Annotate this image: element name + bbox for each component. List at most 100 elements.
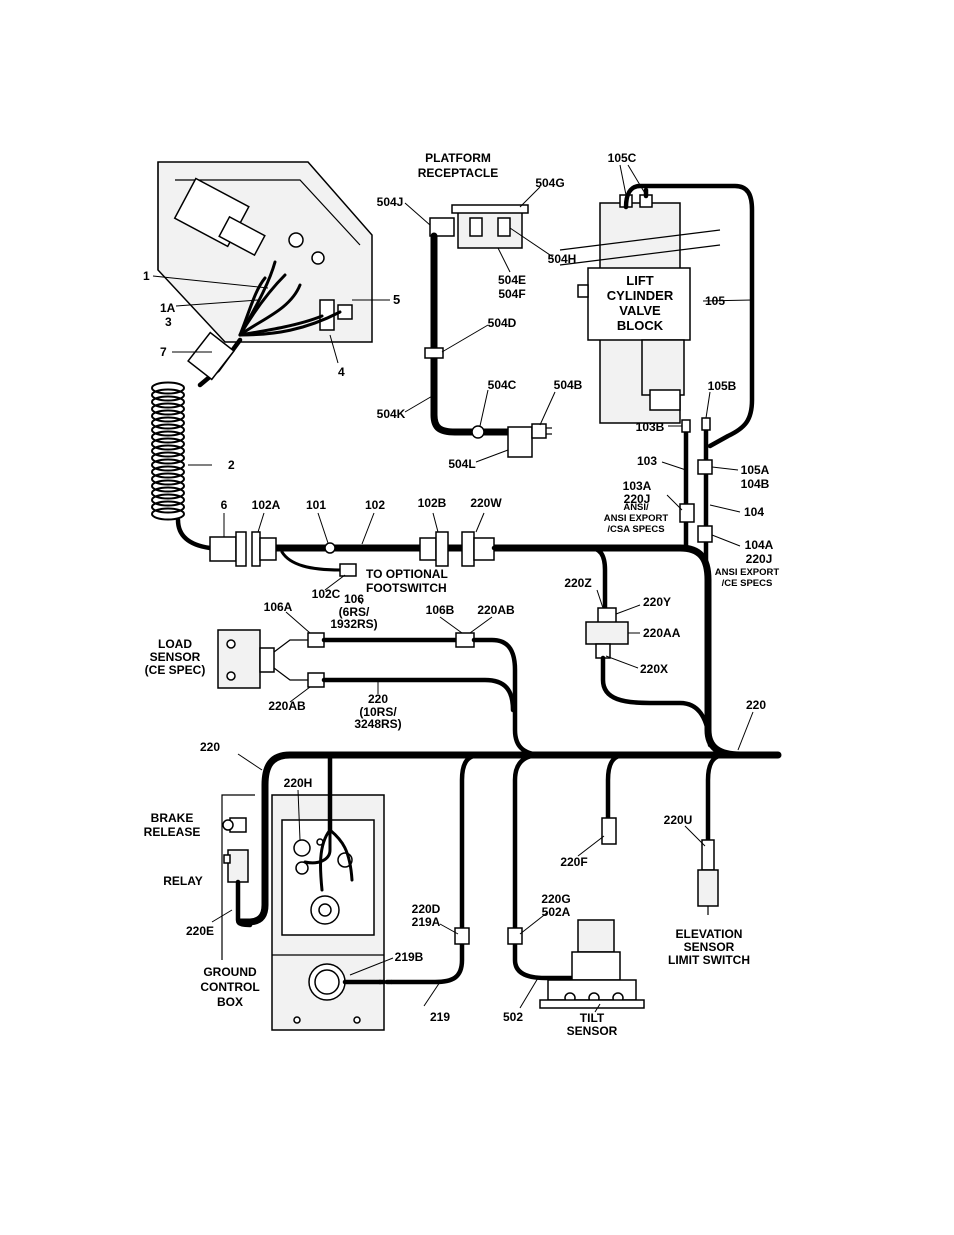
part-5: 5 (393, 292, 400, 307)
brake-release-relay (221, 794, 255, 960)
part-504e: 504E (498, 273, 526, 287)
part-220h: 220H (284, 776, 313, 790)
wires-103-104 (679, 417, 713, 563)
label-lift-block-1: LIFT (626, 273, 653, 288)
part-105b: 105B (708, 379, 737, 393)
part-220j-a: 220J (624, 492, 651, 506)
part-220aa: 220AA (643, 626, 681, 640)
part-220f: 220F (560, 855, 587, 869)
label-ground-control-3: BOX (217, 995, 243, 1009)
part-504l: 504L (448, 457, 475, 471)
part-103b: 103B (636, 420, 665, 434)
coiled-cord (151, 331, 243, 551)
part-106a: 106A (264, 600, 293, 614)
part-106: 106 (344, 592, 364, 606)
label-lift-block-2: CYLINDER (607, 288, 674, 303)
part-504g: 504G (535, 176, 564, 190)
part-220ab-top: 220AB (477, 603, 515, 617)
part-106b: 106B (426, 603, 455, 617)
branch-220z (491, 545, 713, 748)
part-102: 102 (365, 498, 385, 512)
part-104: 104 (744, 505, 764, 519)
label-lift-block-4: BLOCK (617, 318, 664, 333)
label-elevation-1: ELEVATION (676, 927, 743, 941)
part-219a: 219A (412, 915, 441, 929)
label-ground-control-2: CONTROL (200, 980, 259, 994)
part-103a: 103A (623, 479, 652, 493)
harness-102 (209, 531, 744, 759)
coil-loop (151, 423, 185, 437)
lift-cylinder-valve-block-assembly (559, 183, 755, 449)
label-load-sensor-3: (CE SPEC) (145, 663, 206, 677)
part-3: 3 (165, 315, 172, 329)
label-spec-103a-1: ANSI/ (623, 502, 649, 513)
coil-loop (151, 458, 185, 472)
label-ground-control-1: GROUND (203, 965, 257, 979)
label-load-sensor-1: LOAD (158, 637, 192, 651)
label-w106-sub-2: 1932RS) (330, 617, 377, 631)
label-spec-103a-3: /CSA SPECS (607, 524, 664, 535)
part-104b: 104B (741, 477, 770, 491)
leader-lines (152, 164, 754, 1013)
label-platform-receptacle-2: RECEPTACLE (418, 166, 498, 180)
part-220-main: 220 (746, 698, 766, 712)
part-6: 6 (221, 498, 228, 512)
part-219b: 219B (395, 950, 424, 964)
coil-loop (151, 486, 185, 500)
coil-loop (151, 500, 185, 514)
part-502a: 502A (542, 905, 571, 919)
part-102c: 102C (312, 587, 341, 601)
part-504f: 504F (498, 287, 525, 301)
part-220: 220 (368, 692, 388, 706)
coil-loop (151, 444, 185, 458)
load-sensor-branch (217, 629, 548, 758)
part-504k: 504K (377, 407, 406, 421)
label-elevation-2: SENSOR (684, 940, 735, 954)
coil-loop (151, 493, 185, 507)
harness-220 (236, 751, 782, 926)
part-102a: 102A (252, 498, 281, 512)
part-105a: 105A (741, 463, 770, 477)
label-to-optional-2: FOOTSWITCH (366, 581, 447, 595)
part-502: 502 (503, 1010, 523, 1024)
coil-loop (151, 395, 185, 409)
part-105c: 105C (608, 151, 637, 165)
part-103: 103 (637, 454, 657, 468)
label-platform-receptacle-1: PLATFORM (425, 151, 491, 165)
part-220e: 220E (186, 924, 214, 938)
part-504d: 504D (488, 316, 517, 330)
part-220z: 220Z (564, 576, 591, 590)
part-101: 101 (306, 498, 326, 512)
label-w220-sub-1: (10RS/ (359, 705, 397, 719)
coil-loop (151, 430, 185, 444)
coil-loop (151, 416, 185, 430)
part-1: 1 (143, 269, 150, 283)
part-4: 4 (338, 365, 345, 379)
part-1a: 1A (160, 301, 176, 315)
part-105: 105 (705, 294, 725, 308)
label-spec-104a-1: ANSI EXPORT (715, 567, 780, 578)
coil-loop (151, 472, 185, 486)
part-220g: 220G (541, 892, 570, 906)
part-220w: 220W (470, 496, 502, 510)
coil-loop (151, 465, 185, 479)
coil-loop (151, 479, 185, 493)
label-w106-sub-1: (6RS/ (339, 605, 370, 619)
coil-loop (151, 437, 185, 451)
branch-502-tilt-sensor (507, 752, 645, 1009)
part-220u: 220U (664, 813, 693, 827)
label-to-optional-1: TO OPTIONAL (366, 567, 448, 581)
part-504b: 504B (554, 378, 583, 392)
labels: PLATFORM RECEPTACLE LIFT CYLINDER VALVE … (143, 151, 779, 1038)
coil-loop (151, 451, 185, 465)
part-220d: 220D (412, 902, 441, 916)
part-219: 219 (430, 1010, 450, 1024)
platform-receptacle-assembly (424, 204, 552, 458)
part-2: 2 (228, 458, 235, 472)
part-504h: 504H (548, 252, 577, 266)
branch-220u-elevation (697, 752, 728, 915)
label-load-sensor-2: SENSOR (150, 650, 201, 664)
label-relay: RELAY (163, 874, 203, 888)
label-spec-104a-2: /CE SPECS (722, 578, 773, 589)
